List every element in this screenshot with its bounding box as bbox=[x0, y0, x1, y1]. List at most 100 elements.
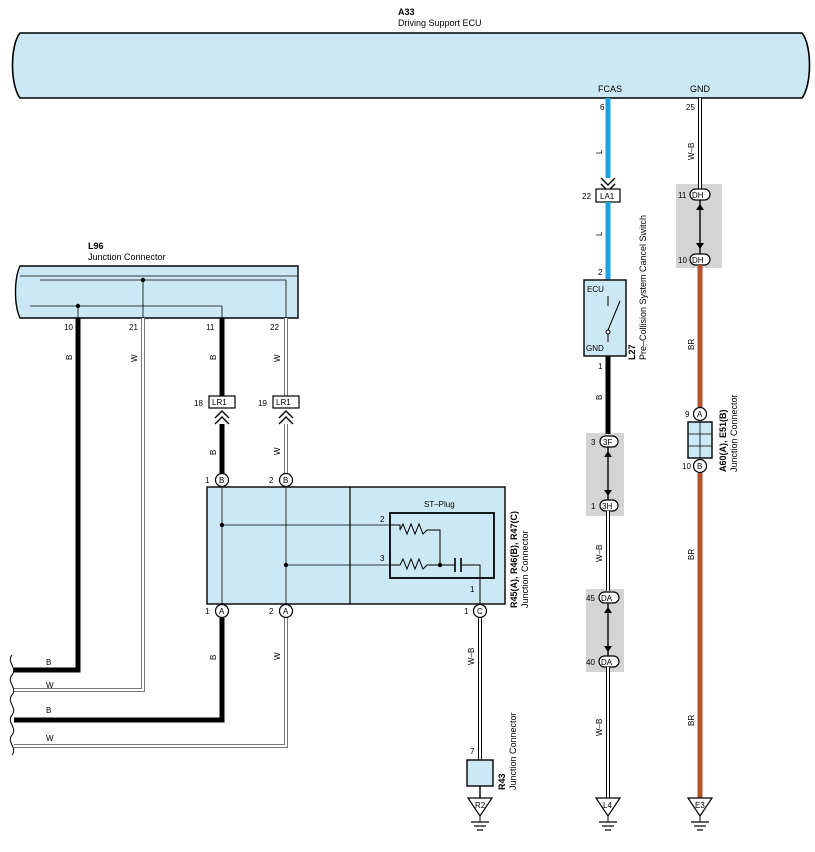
connector-3f: 3F 3 bbox=[591, 435, 619, 448]
wire-label-b-6: B bbox=[46, 706, 51, 715]
ecu-a33-code: A33 bbox=[398, 7, 415, 17]
r45-name: Junction Connector bbox=[520, 530, 530, 608]
wire-l96-10-black bbox=[14, 318, 81, 673]
svg-text:ECU: ECU bbox=[587, 285, 604, 294]
connector-r45-r46-r47: ST–Plug 2 3 1 R45(A), R46(B), R47(C) Jun… bbox=[206, 486, 530, 608]
wire-label-wb-1: W–B bbox=[467, 648, 476, 665]
connector-r43 bbox=[466, 759, 494, 787]
connector-dh-10: DH 10 bbox=[678, 253, 711, 266]
svg-text:LR1: LR1 bbox=[276, 398, 291, 407]
pin-b2: B 2 bbox=[269, 472, 294, 488]
ecu-a33-body bbox=[11, 32, 811, 99]
svg-text:3F: 3F bbox=[603, 438, 612, 447]
wire-label-w-1: W bbox=[130, 354, 139, 362]
connector-l96: L96 Junction Connector 10 21 11 22 bbox=[14, 241, 299, 332]
svg-text:2: 2 bbox=[598, 268, 603, 277]
svg-text:18: 18 bbox=[194, 399, 203, 408]
svg-text:9: 9 bbox=[685, 410, 690, 419]
svg-text:22: 22 bbox=[582, 192, 591, 201]
a60-name: Junction Connector bbox=[729, 394, 739, 472]
pin-a1: A 1 bbox=[205, 603, 230, 619]
ground-l4: L4 bbox=[594, 797, 622, 831]
connector-da-45: DA 45 bbox=[586, 591, 620, 604]
st-plug-label: ST–Plug bbox=[424, 500, 455, 509]
wire-label-w-2: W bbox=[46, 681, 54, 690]
switch-contact bbox=[607, 300, 621, 331]
svg-text:A: A bbox=[697, 410, 703, 419]
svg-text:B: B bbox=[219, 476, 224, 485]
pin-c1: C 1 bbox=[464, 603, 488, 619]
st-plug bbox=[389, 512, 495, 579]
wire-label-wb-4: W–B bbox=[687, 143, 696, 160]
svg-text:1: 1 bbox=[464, 607, 469, 616]
resistor-1 bbox=[390, 522, 441, 565]
svg-text:3: 3 bbox=[591, 438, 596, 447]
connector-l96-code: L96 bbox=[88, 241, 104, 251]
svg-text:1: 1 bbox=[470, 585, 475, 594]
svg-text:1: 1 bbox=[205, 476, 210, 485]
switch-l27: ECU GND L27 Pre–Collision System Cancel … bbox=[583, 215, 648, 360]
svg-text:1: 1 bbox=[598, 362, 603, 371]
wire-label-b-7: B bbox=[595, 395, 604, 400]
svg-text:2: 2 bbox=[269, 607, 274, 616]
svg-text:25: 25 bbox=[686, 103, 695, 112]
ecu-a33-name: Driving Support ECU bbox=[398, 18, 482, 28]
svg-text:LR1: LR1 bbox=[212, 398, 227, 407]
connector-l96-name: Junction Connector bbox=[88, 252, 166, 262]
svg-text:E3: E3 bbox=[695, 801, 705, 810]
svg-text:10: 10 bbox=[682, 462, 691, 471]
svg-text:C: C bbox=[477, 607, 483, 616]
ecu-fcas-label: FCAS bbox=[598, 84, 622, 94]
wire-label-b-2: B bbox=[46, 658, 51, 667]
wire-label-b-5: B bbox=[209, 655, 218, 660]
connector-da-40: DA 40 bbox=[586, 655, 620, 668]
wire-break-left bbox=[9, 654, 15, 756]
ground-r2: R2 bbox=[466, 797, 494, 831]
svg-text:2: 2 bbox=[380, 515, 385, 524]
wire-label-wb-2: W–B bbox=[595, 545, 604, 562]
connector-l96-body bbox=[14, 265, 299, 319]
svg-text:A: A bbox=[219, 607, 225, 616]
ground-e3: E3 bbox=[686, 797, 714, 831]
connector-lr1-19: LR1 19 bbox=[258, 395, 300, 425]
pin-b1: B 1 bbox=[205, 472, 230, 488]
wire-label-w-4: W bbox=[273, 447, 282, 455]
wire-label-l-2: L bbox=[595, 231, 604, 236]
ecu-a33: A33 Driving Support ECU FCAS GND bbox=[11, 7, 811, 99]
svg-text:DH: DH bbox=[692, 256, 704, 265]
svg-text:45: 45 bbox=[586, 594, 595, 603]
l27-name: Pre–Collision System Cancel Switch bbox=[638, 215, 648, 360]
svg-text:3: 3 bbox=[380, 554, 385, 563]
svg-text:GND: GND bbox=[586, 344, 604, 353]
svg-text:2: 2 bbox=[269, 476, 274, 485]
wire-label-w-3: W bbox=[273, 354, 282, 362]
l96-pin-10: 10 bbox=[64, 323, 73, 332]
ecu-gnd-label: GND bbox=[690, 84, 711, 94]
svg-text:7: 7 bbox=[470, 747, 475, 756]
wire-label-br-1: BR bbox=[687, 339, 696, 350]
connector-la1: LA1 22 bbox=[582, 188, 621, 203]
wire-label-l-1: L bbox=[595, 149, 604, 154]
svg-text:10: 10 bbox=[678, 256, 687, 265]
svg-text:DA: DA bbox=[601, 594, 613, 603]
wire-label-b-3: B bbox=[209, 355, 218, 360]
connector-lr1-18: LR1 18 bbox=[194, 395, 236, 425]
l96-pin-21: 21 bbox=[129, 323, 138, 332]
wire-a1-black bbox=[14, 618, 225, 723]
svg-text:40: 40 bbox=[586, 658, 595, 667]
r43-code: R43 bbox=[497, 773, 507, 790]
svg-text:19: 19 bbox=[258, 399, 267, 408]
a60-code: A60(A), E51(B) bbox=[718, 409, 728, 472]
wire-label-w-6: W bbox=[46, 734, 54, 743]
connector-dh-11: DH 11 bbox=[678, 188, 711, 201]
svg-text:LA1: LA1 bbox=[600, 192, 615, 201]
pin-a60-b: B 10 bbox=[682, 458, 708, 474]
wire-label-br-2: BR bbox=[687, 549, 696, 560]
l96-pin-22: 22 bbox=[270, 323, 279, 332]
pin-a2: A 2 bbox=[269, 603, 294, 619]
wire-l96-21-white-inner bbox=[14, 318, 144, 691]
svg-text:1: 1 bbox=[205, 607, 210, 616]
wire-label-w-5: W bbox=[273, 652, 282, 660]
pin-a60-a: A 9 bbox=[685, 406, 708, 422]
connector-a60-e51: A60(A), E51(B) Junction Connector bbox=[687, 394, 739, 472]
